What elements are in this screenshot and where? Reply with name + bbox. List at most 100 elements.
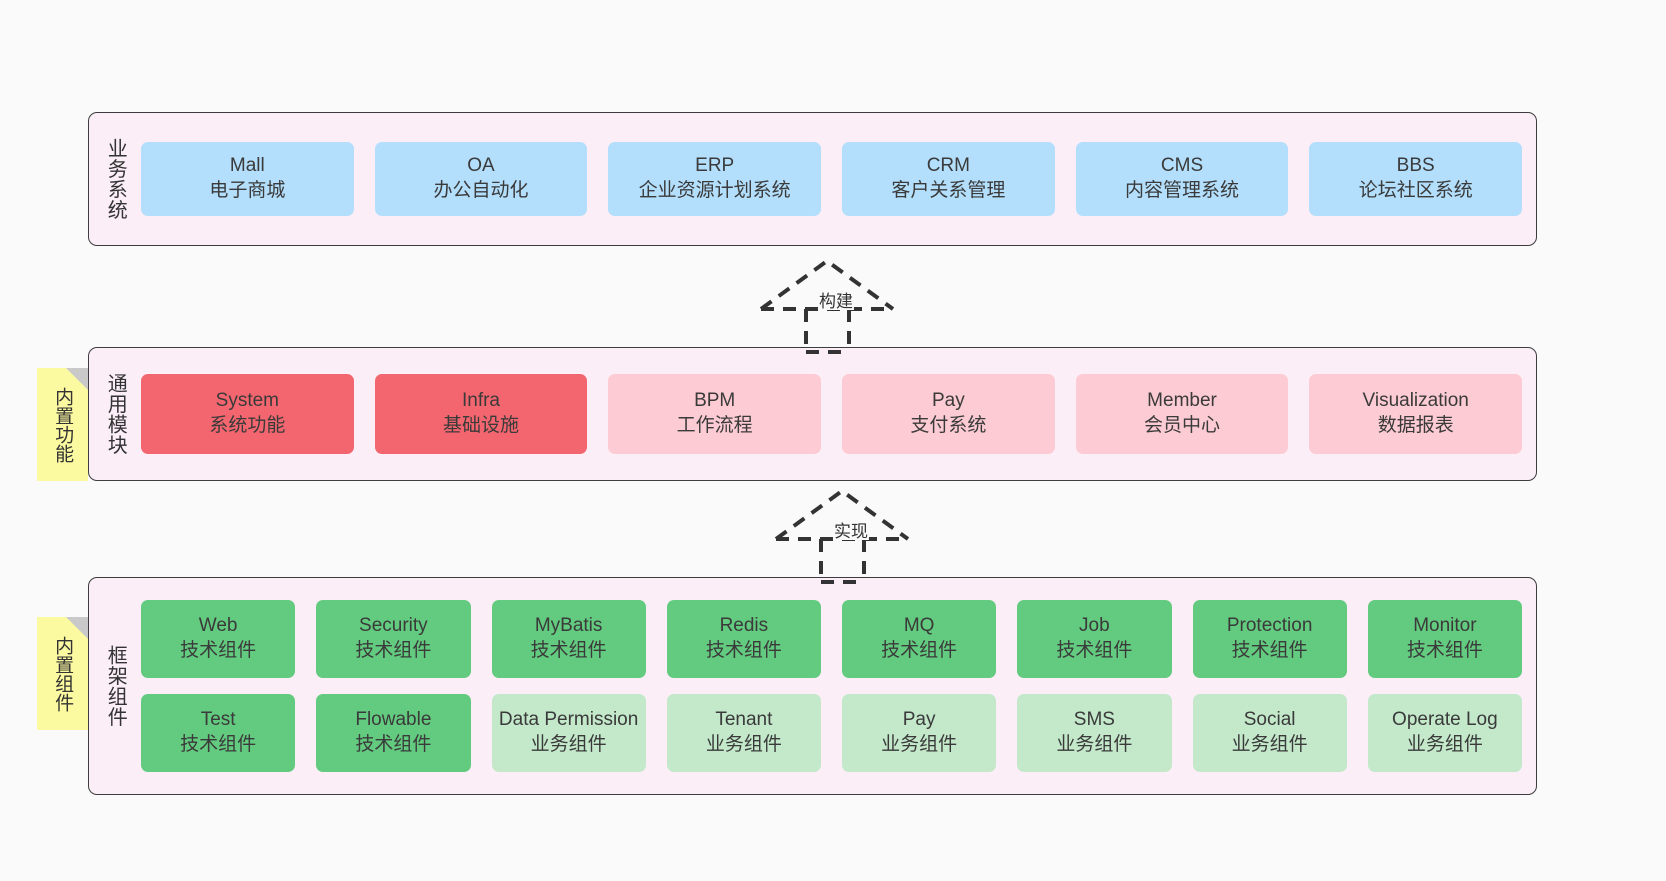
card-row: Mall 电子商城 OA 办公自动化 ERP 企业资源计划系统 CRM 客户关系… <box>141 142 1523 216</box>
card-subtitle: 会员中心 <box>1144 415 1221 436</box>
connector-realize: 实现 <box>774 487 936 587</box>
card-title: Pay <box>931 390 965 412</box>
card-subtitle: 支付系统 <box>910 415 987 436</box>
card-subtitle: 技术组件 <box>1231 640 1308 661</box>
card-title: Social <box>1243 709 1296 731</box>
card-title: OA <box>467 155 495 177</box>
card-cms[interactable]: CMS 内容管理系统 <box>1075 142 1289 216</box>
card-subtitle: 企业资源计划系统 <box>638 180 791 201</box>
card-tenant[interactable]: Tenant 业务组件 <box>666 694 821 772</box>
card-title: SMS <box>1073 709 1115 731</box>
card-title: Protection <box>1226 615 1313 637</box>
card-visualization[interactable]: Visualization 数据报表 <box>1309 374 1523 454</box>
layer-common-modules: 通用模块 System 系统功能 Infra 基础设施 BPM 工作流程 Pay… <box>88 347 1537 481</box>
card-test[interactable]: Test 技术组件 <box>141 694 296 772</box>
connector-build: 构建 <box>759 257 921 357</box>
card-subtitle: 业务组件 <box>1406 734 1483 755</box>
card-sms[interactable]: SMS 业务组件 <box>1017 694 1172 772</box>
card-member[interactable]: Member 会员中心 <box>1075 374 1289 454</box>
card-web[interactable]: Web 技术组件 <box>141 600 296 678</box>
card-title: Mall <box>229 155 265 177</box>
card-title: Infra <box>461 390 501 412</box>
card-title: Monitor <box>1413 615 1477 637</box>
card-subtitle: 基础设施 <box>443 415 520 436</box>
card-subtitle: 技术组件 <box>355 640 432 661</box>
card-title: Redis <box>719 615 769 637</box>
card-subtitle: 技术组件 <box>180 734 257 755</box>
card-mybatis[interactable]: MyBatis 技术组件 <box>491 600 646 678</box>
card-subtitle: 电子商城 <box>209 180 286 201</box>
card-subtitle: 数据报表 <box>1377 415 1454 436</box>
layer-common-modules-body: System 系统功能 Infra 基础设施 BPM 工作流程 Pay 支付系统… <box>141 348 1536 480</box>
card-subtitle: 技术组件 <box>180 640 257 661</box>
card-data-permission[interactable]: Data Permission 业务组件 <box>491 694 646 772</box>
card-infra[interactable]: Infra 基础设施 <box>374 374 588 454</box>
card-mq[interactable]: MQ 技术组件 <box>842 600 997 678</box>
card-title: Data Permission <box>498 709 639 731</box>
card-erp[interactable]: ERP 企业资源计划系统 <box>608 142 822 216</box>
card-system[interactable]: System 系统功能 <box>141 374 354 454</box>
layer-framework-components-label: 框架组件 <box>104 645 127 727</box>
layer-framework-components: 框架组件 Web 技术组件 Security 技术组件 MyBatis 技术组件… <box>88 577 1537 795</box>
card-oa[interactable]: OA 办公自动化 <box>374 142 588 216</box>
card-subtitle: 技术组件 <box>530 640 607 661</box>
card-subtitle: 技术组件 <box>881 640 958 661</box>
card-title: Visualization <box>1362 390 1469 412</box>
card-subtitle: 业务组件 <box>530 734 607 755</box>
card-title: ERP <box>695 155 735 177</box>
card-flowable[interactable]: Flowable 技术组件 <box>316 694 471 772</box>
card-subtitle: 客户关系管理 <box>891 180 1006 201</box>
card-row: Web 技术组件 Security 技术组件 MyBatis 技术组件 Redi… <box>141 600 1522 678</box>
card-title: Job <box>1079 615 1110 637</box>
note-builtin-function: 内置功能 <box>37 368 88 481</box>
card-title: Tenant <box>715 709 773 731</box>
card-monitor[interactable]: Monitor 技术组件 <box>1367 600 1522 678</box>
card-row: System 系统功能 Infra 基础设施 BPM 工作流程 Pay 支付系统… <box>141 374 1523 454</box>
card-subtitle: 系统功能 <box>209 415 286 436</box>
note-builtin-component-text: 内置组件 <box>52 635 74 712</box>
layer-common-modules-label: 通用模块 <box>104 373 127 455</box>
connector-realize-label: 实现 <box>832 522 869 541</box>
card-title: Security <box>359 615 428 637</box>
card-bpm[interactable]: BPM 工作流程 <box>608 374 822 454</box>
card-protection[interactable]: Protection 技术组件 <box>1192 600 1347 678</box>
card-mall[interactable]: Mall 电子商城 <box>141 142 354 216</box>
card-title: Operate Log <box>1392 709 1498 731</box>
card-title: Web <box>198 615 238 637</box>
note-builtin-function-text: 内置功能 <box>52 386 74 463</box>
card-redis[interactable]: Redis 技术组件 <box>666 600 821 678</box>
card-crm[interactable]: CRM 客户关系管理 <box>842 142 1055 216</box>
card-title: CMS <box>1160 155 1204 177</box>
card-bbs[interactable]: BBS 论坛社区系统 <box>1309 142 1523 216</box>
card-job[interactable]: Job 技术组件 <box>1017 600 1172 678</box>
layer-framework-components-body: Web 技术组件 Security 技术组件 MyBatis 技术组件 Redi… <box>141 578 1536 794</box>
card-title: BBS <box>1396 155 1435 177</box>
card-subtitle: 论坛社区系统 <box>1358 180 1473 201</box>
layer-business-system: 业务系统 Mall 电子商城 OA 办公自动化 ERP 企业资源计划系统 CRM… <box>88 112 1537 246</box>
connector-build-label: 构建 <box>817 292 854 311</box>
card-subtitle: 技术组件 <box>1406 640 1483 661</box>
card-subtitle: 工作流程 <box>676 415 753 436</box>
note-builtin-component: 内置组件 <box>37 617 88 730</box>
card-subtitle: 业务组件 <box>881 734 958 755</box>
card-security[interactable]: Security 技术组件 <box>316 600 471 678</box>
card-title: BPM <box>694 390 736 412</box>
layer-business-system-body: Mall 电子商城 OA 办公自动化 ERP 企业资源计划系统 CRM 客户关系… <box>141 113 1536 245</box>
arrowhead-dashed-triangle <box>774 488 910 541</box>
card-title: MQ <box>903 615 935 637</box>
card-pay[interactable]: Pay 支付系统 <box>842 374 1055 454</box>
card-subtitle: 内容管理系统 <box>1125 180 1240 201</box>
card-title: CRM <box>926 155 970 177</box>
card-title: MyBatis <box>534 615 603 637</box>
card-subtitle: 技术组件 <box>1056 640 1133 661</box>
card-pay-business[interactable]: Pay 业务组件 <box>842 694 997 772</box>
card-subtitle: 办公自动化 <box>433 180 529 201</box>
card-title: Test <box>200 709 236 731</box>
card-title: Pay <box>902 709 936 731</box>
card-social[interactable]: Social 业务组件 <box>1192 694 1347 772</box>
card-title: Flowable <box>355 709 432 731</box>
card-row: Test 技术组件 Flowable 技术组件 Data Permission … <box>141 694 1522 772</box>
card-operate-log[interactable]: Operate Log 业务组件 <box>1367 694 1522 772</box>
layer-business-system-label: 业务系统 <box>104 138 127 220</box>
